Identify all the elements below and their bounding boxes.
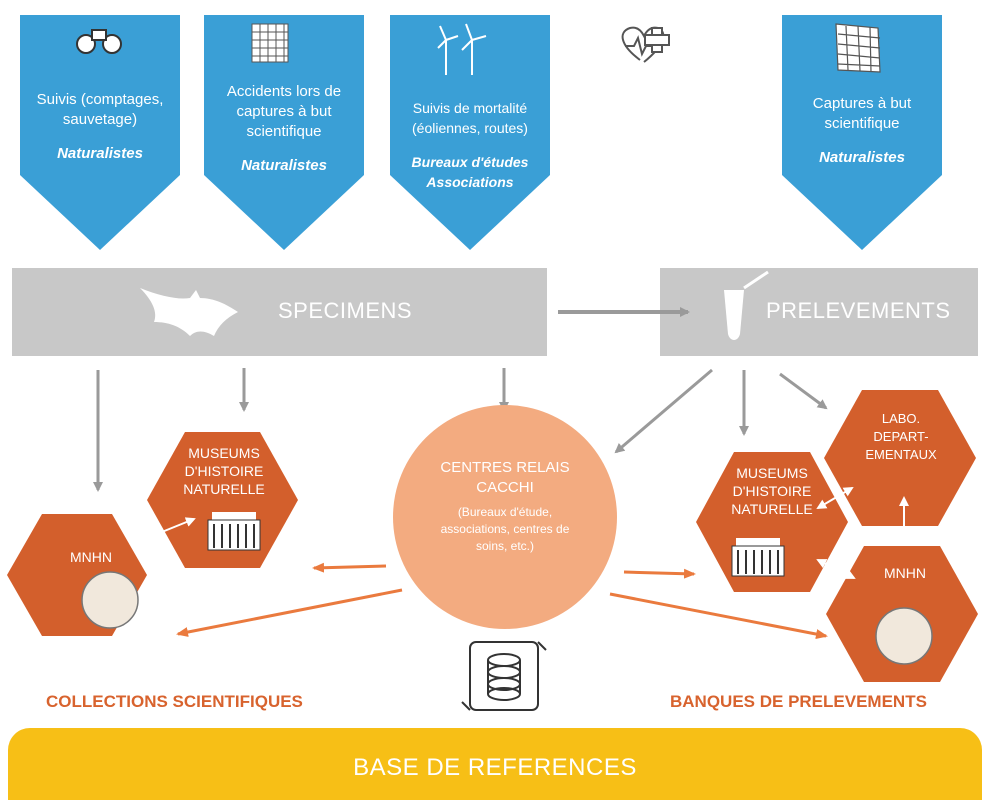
database-sync-icon bbox=[461, 641, 547, 711]
center-text: CENTRES RELAIS CACCHI (Bureaux d'étude, … bbox=[420, 458, 590, 555]
source-2-actor: Naturalistes bbox=[241, 157, 327, 174]
mnhn-left-label: MNHN bbox=[70, 549, 112, 565]
museums-right-label: MUSEUMS D'HISTOIRE NATURELLE bbox=[731, 465, 813, 517]
banques-title: BANQUES DE PRELEVEMENTS bbox=[670, 692, 927, 711]
source-2-text: Accidents lors de captures à but scienti… bbox=[226, 83, 342, 140]
labo-label: LABO. DEPART-EMENTAUX bbox=[865, 411, 937, 462]
net-frame-icon bbox=[835, 23, 881, 73]
museum-building-left bbox=[207, 512, 261, 551]
arrow-white-right-1 bbox=[816, 486, 854, 510]
mnhn-right-label: MNHN bbox=[884, 565, 926, 581]
museum-building-right bbox=[731, 538, 785, 577]
source-3-actor: Bureaux d'études Associations bbox=[411, 154, 529, 190]
museum-medal-right bbox=[875, 607, 933, 665]
arrow-orange-3 bbox=[623, 568, 696, 579]
source-1-actor: Naturalistes bbox=[57, 145, 143, 162]
hex-labo bbox=[824, 390, 976, 526]
heart-cross-icon bbox=[621, 26, 670, 63]
tube-icon bbox=[724, 290, 744, 340]
source-shape-3 bbox=[390, 15, 550, 250]
references-footer: BASE DE REFERENCES bbox=[8, 728, 982, 800]
arrow-orange-4 bbox=[609, 592, 828, 639]
source-shape-2 bbox=[204, 15, 364, 250]
source-1-text: Suivis (comptages, sauvetage) bbox=[36, 91, 164, 128]
wind-turbine-icon bbox=[437, 23, 487, 75]
museum-medal-left bbox=[81, 571, 139, 629]
specimens-label: SPECIMENS bbox=[278, 298, 413, 323]
source-4-text: Captures à but scientifique bbox=[812, 95, 912, 132]
prelevements-label: PRELEVEMENTS bbox=[766, 298, 951, 323]
net-icon bbox=[251, 23, 289, 63]
specimens-band bbox=[12, 268, 547, 356]
arrow-orange-2 bbox=[176, 588, 403, 637]
source-3-text: Suivis de mortalité (éoliennes, routes) bbox=[412, 100, 528, 136]
arrow-grey-6 bbox=[779, 372, 828, 410]
binoculars-icon bbox=[76, 29, 122, 54]
collections-title: COLLECTIONS SCIENTIFIQUES bbox=[46, 692, 303, 711]
source-shape-1 bbox=[20, 15, 180, 250]
source-shape-4 bbox=[782, 15, 942, 250]
arrow-grey-4 bbox=[614, 368, 713, 454]
source-2: Accidents lors de captures à but scienti… bbox=[204, 82, 364, 176]
arrow-white-left bbox=[150, 517, 196, 538]
arrow-orange-1 bbox=[312, 562, 387, 573]
museums-left-label: MUSEUMS D'HISTOIRE NATURELLE bbox=[183, 445, 265, 497]
center-title: CENTRES RELAIS CACCHI bbox=[440, 459, 570, 496]
bat-icon bbox=[140, 288, 238, 336]
arrow-white-right-3 bbox=[816, 559, 856, 579]
prelevements-band bbox=[660, 268, 978, 356]
references-label: BASE DE REFERENCES bbox=[353, 754, 637, 781]
source-3: Suivis de mortalité (éoliennes, routes) … bbox=[392, 98, 548, 192]
center-detail: (Bureaux d'étude, associations, centres … bbox=[440, 505, 570, 553]
source-4-actor: Naturalistes bbox=[819, 149, 905, 166]
center-circle bbox=[393, 405, 617, 629]
source-4: Captures à but scientifique Naturalistes bbox=[792, 94, 932, 168]
source-1: Suivis (comptages, sauvetage) Naturalist… bbox=[20, 90, 180, 164]
